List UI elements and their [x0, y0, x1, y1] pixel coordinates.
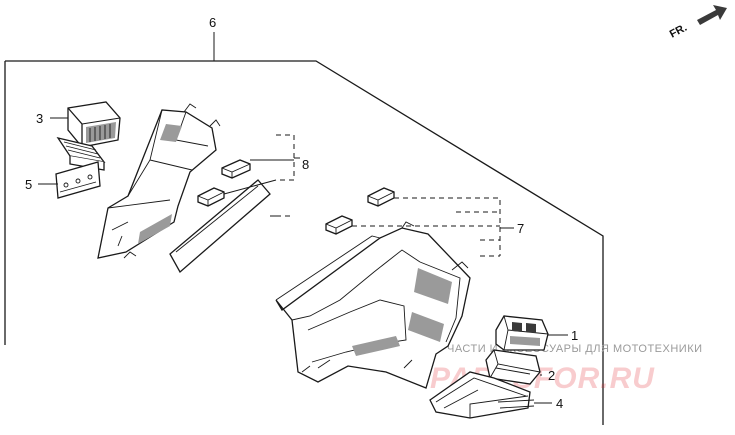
assembly-boundary [4, 60, 604, 425]
part-8-clip-upper [221, 159, 251, 179]
watermark-small-text: ЧАСТИ И АКСЕССУАРЫ ДЛЯ МОТОТЕХНИКИ [447, 343, 703, 355]
part-5-bracket [55, 161, 101, 199]
part-6-left-console-panel [97, 103, 221, 259]
part-6-right-console-panel [275, 221, 471, 389]
callout-5: 5 [25, 177, 32, 192]
part-4-lower-tray [429, 371, 535, 419]
part-1-switch-block [495, 315, 549, 351]
callout-6: 6 [209, 15, 216, 30]
callout-3: 3 [36, 111, 43, 126]
callout-8: 8 [302, 157, 309, 172]
part-left-trim-pad [169, 179, 271, 274]
callout-2: 2 [548, 368, 555, 383]
part-7-clip-upper [367, 187, 395, 207]
front-direction-indicator: FR. [668, 5, 727, 41]
leader-lines [38, 117, 568, 404]
part-3-vent-box [67, 101, 121, 148]
front-direction-arrow-icon [697, 5, 727, 25]
callout-7: 7 [517, 221, 524, 236]
front-direction-label: FR. [668, 22, 689, 41]
part-8-clip-lower [197, 187, 225, 207]
callout-4: 4 [556, 396, 563, 411]
callout-labels: 6 3 5 8 7 1 2 4 [25, 15, 578, 411]
callout-1: 1 [571, 328, 578, 343]
part-7-clip-lower [325, 215, 353, 235]
